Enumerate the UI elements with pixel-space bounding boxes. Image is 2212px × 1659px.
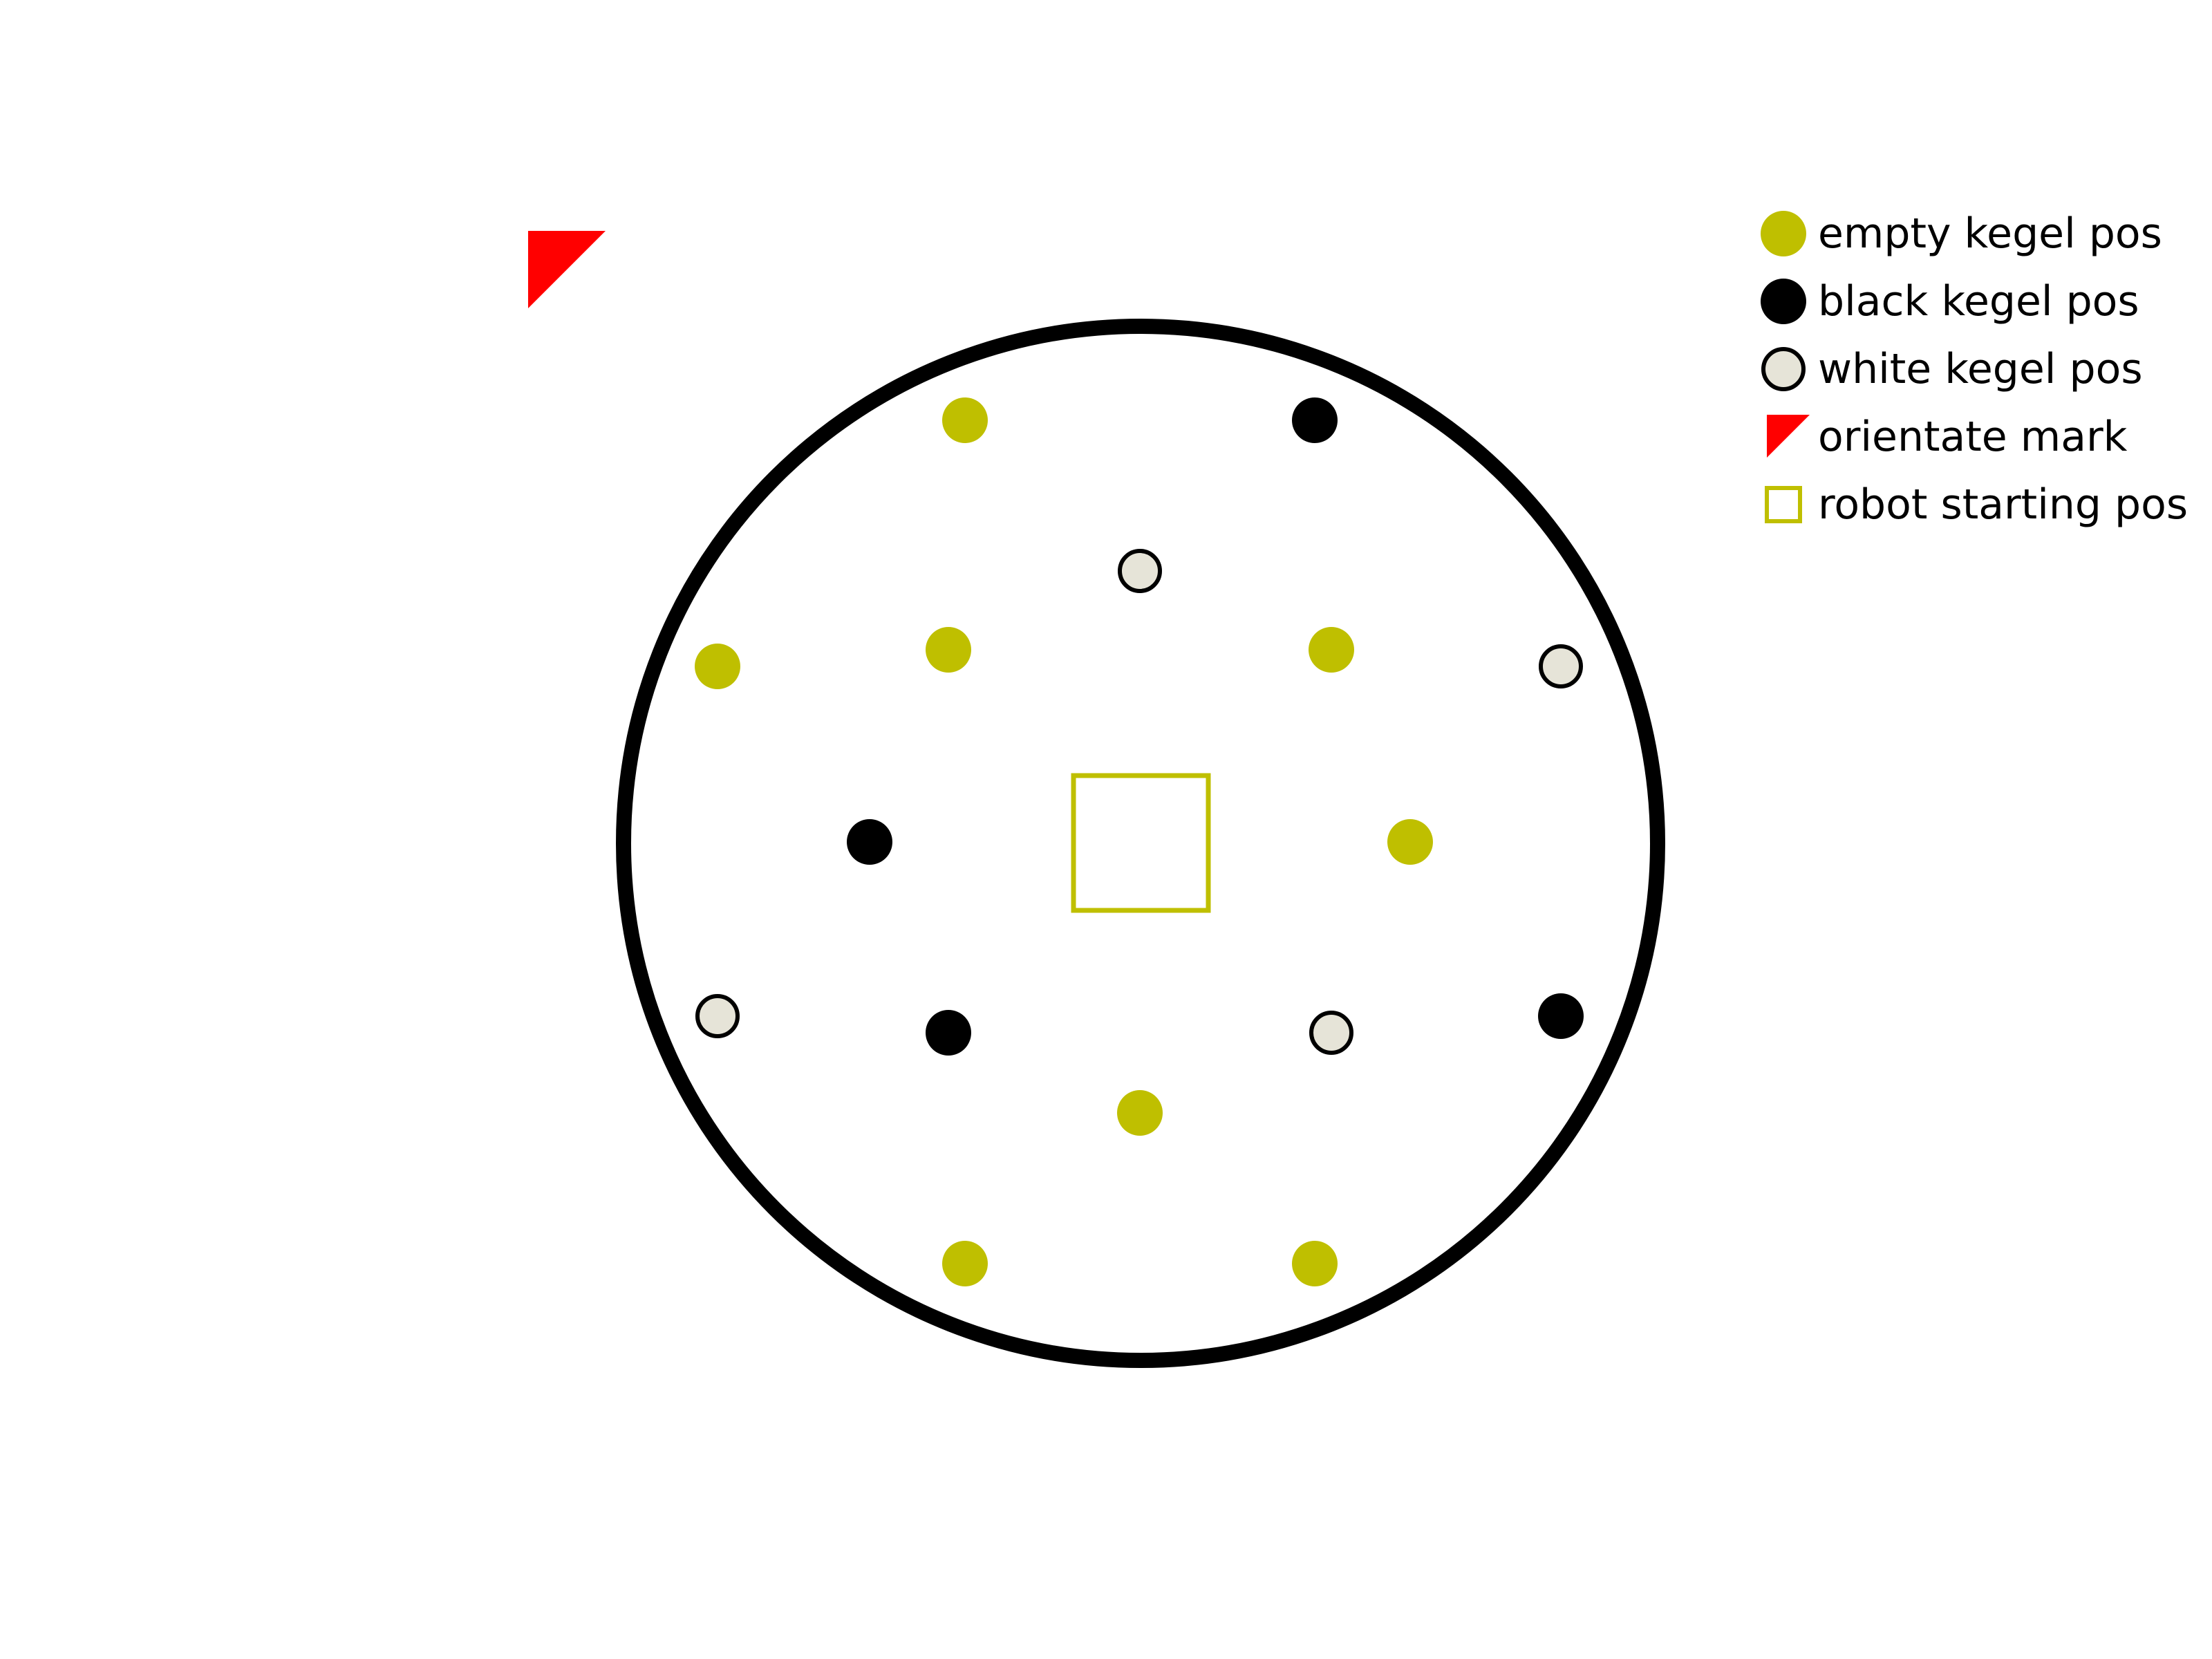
arena-circle xyxy=(616,319,1665,1368)
black-kegel-position xyxy=(926,1010,971,1056)
legend: empty kegel pos black kegel pos white ke… xyxy=(1761,209,2188,529)
legend-label-orientate: orientate mark xyxy=(1818,413,2128,461)
yellow-filled-circle-icon xyxy=(1761,211,1806,256)
legend-label-white: white kegel pos xyxy=(1818,345,2143,393)
white-kegel-position xyxy=(1539,644,1583,688)
empty-kegel-position xyxy=(1387,819,1433,865)
empty-kegel-position xyxy=(1309,627,1354,673)
black-kegel-position xyxy=(1292,397,1338,443)
black-filled-circle-icon xyxy=(1761,279,1806,324)
yellow-square-outline-icon xyxy=(1765,486,1802,523)
black-kegel-position xyxy=(1538,993,1584,1039)
white-kegel-position xyxy=(1309,1011,1353,1055)
red-triangle-icon xyxy=(1767,415,1810,458)
legend-label-empty: empty kegel pos xyxy=(1818,209,2162,258)
white-kegel-position xyxy=(695,994,740,1038)
empty-kegel-position xyxy=(695,644,740,689)
empty-kegel-position xyxy=(926,627,971,673)
empty-kegel-position xyxy=(942,397,988,443)
empty-kegel-position xyxy=(942,1241,988,1286)
legend-label-black: black kegel pos xyxy=(1818,277,2139,326)
robot-starting-square xyxy=(1071,773,1211,913)
orientation-mark xyxy=(528,231,606,308)
empty-kegel-position xyxy=(1117,1090,1163,1136)
empty-kegel-position xyxy=(1292,1241,1338,1286)
white-kegel-position xyxy=(1118,549,1162,593)
kegel-positions xyxy=(695,397,1584,1286)
white-outlined-circle-icon xyxy=(1761,347,1806,391)
black-kegel-position xyxy=(847,819,892,865)
legend-label-robot: robot starting pos xyxy=(1818,480,2188,529)
